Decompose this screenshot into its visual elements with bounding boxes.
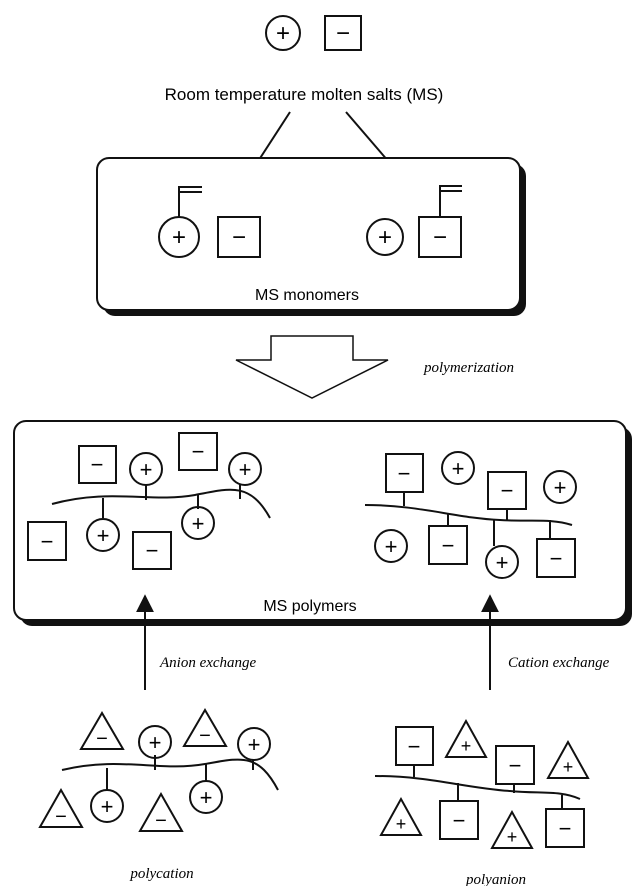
svg-text:+: + (149, 730, 162, 755)
svg-text:+: + (172, 224, 186, 251)
polycation-structure: + + + + − − − − (38, 708, 279, 832)
svg-text:+: + (563, 757, 574, 777)
ms-title: Room temperature molten salts (MS) (165, 85, 444, 104)
polycation-chain-in-box: + + + + − − − − (27, 432, 271, 570)
svg-text:+: + (276, 20, 290, 47)
polycation-label: polycation (129, 866, 193, 882)
svg-text:−: − (398, 461, 411, 486)
svg-text:+: + (140, 457, 153, 482)
svg-text:−: − (453, 808, 466, 833)
svg-text:+: + (396, 814, 407, 834)
svg-text:+: + (378, 224, 392, 251)
svg-text:−: − (509, 753, 522, 778)
svg-text:+: + (248, 732, 261, 757)
svg-text:+: + (385, 534, 398, 559)
cation-symbol: + (265, 15, 301, 51)
svg-text:+: + (461, 736, 472, 756)
polyanion-label: polyanion (465, 872, 526, 886)
svg-text:+: + (554, 475, 567, 500)
svg-text:−: − (91, 452, 104, 477)
ms-ion-pair: + − (265, 15, 362, 51)
polymers-box (13, 420, 632, 626)
polymers-label: MS polymers (263, 598, 356, 615)
svg-text:−: − (559, 816, 572, 841)
monomers-box (96, 157, 526, 316)
svg-text:+: + (507, 827, 518, 847)
svg-text:+: + (452, 456, 465, 481)
svg-text:−: − (41, 529, 54, 554)
svg-text:−: − (408, 734, 421, 759)
anion-symbol: − (324, 15, 362, 51)
polymerization-arrow (235, 335, 389, 399)
svg-text:+: + (239, 457, 252, 482)
polymerization-label: polymerization (423, 360, 514, 376)
svg-text:+: + (101, 794, 114, 819)
polyanion-chain-in-box: − − − − + + + + (364, 451, 577, 579)
svg-text:−: − (433, 224, 447, 251)
anion-monomer: + − (366, 185, 462, 258)
svg-text:−: − (55, 806, 67, 828)
svg-text:−: − (550, 546, 563, 571)
svg-text:+: + (97, 523, 110, 548)
svg-text:+: + (496, 550, 509, 575)
cation-monomer: + − (158, 186, 261, 258)
anion-exchange-label: Anion exchange (159, 655, 257, 671)
svg-text:−: − (336, 20, 350, 47)
monomers-label: MS monomers (255, 287, 359, 304)
svg-text:−: − (146, 538, 159, 563)
svg-text:−: − (199, 725, 211, 747)
svg-text:−: − (96, 728, 108, 750)
svg-text:−: − (501, 478, 514, 503)
svg-text:−: − (155, 810, 167, 832)
svg-text:+: + (200, 785, 213, 810)
svg-text:−: − (232, 224, 246, 251)
cation-exchange-label: Cation exchange (508, 655, 610, 671)
polyanion-structure: − − − − + + + + (374, 718, 590, 849)
svg-text:−: − (442, 533, 455, 558)
svg-text:+: + (192, 511, 205, 536)
svg-text:−: − (192, 439, 205, 464)
